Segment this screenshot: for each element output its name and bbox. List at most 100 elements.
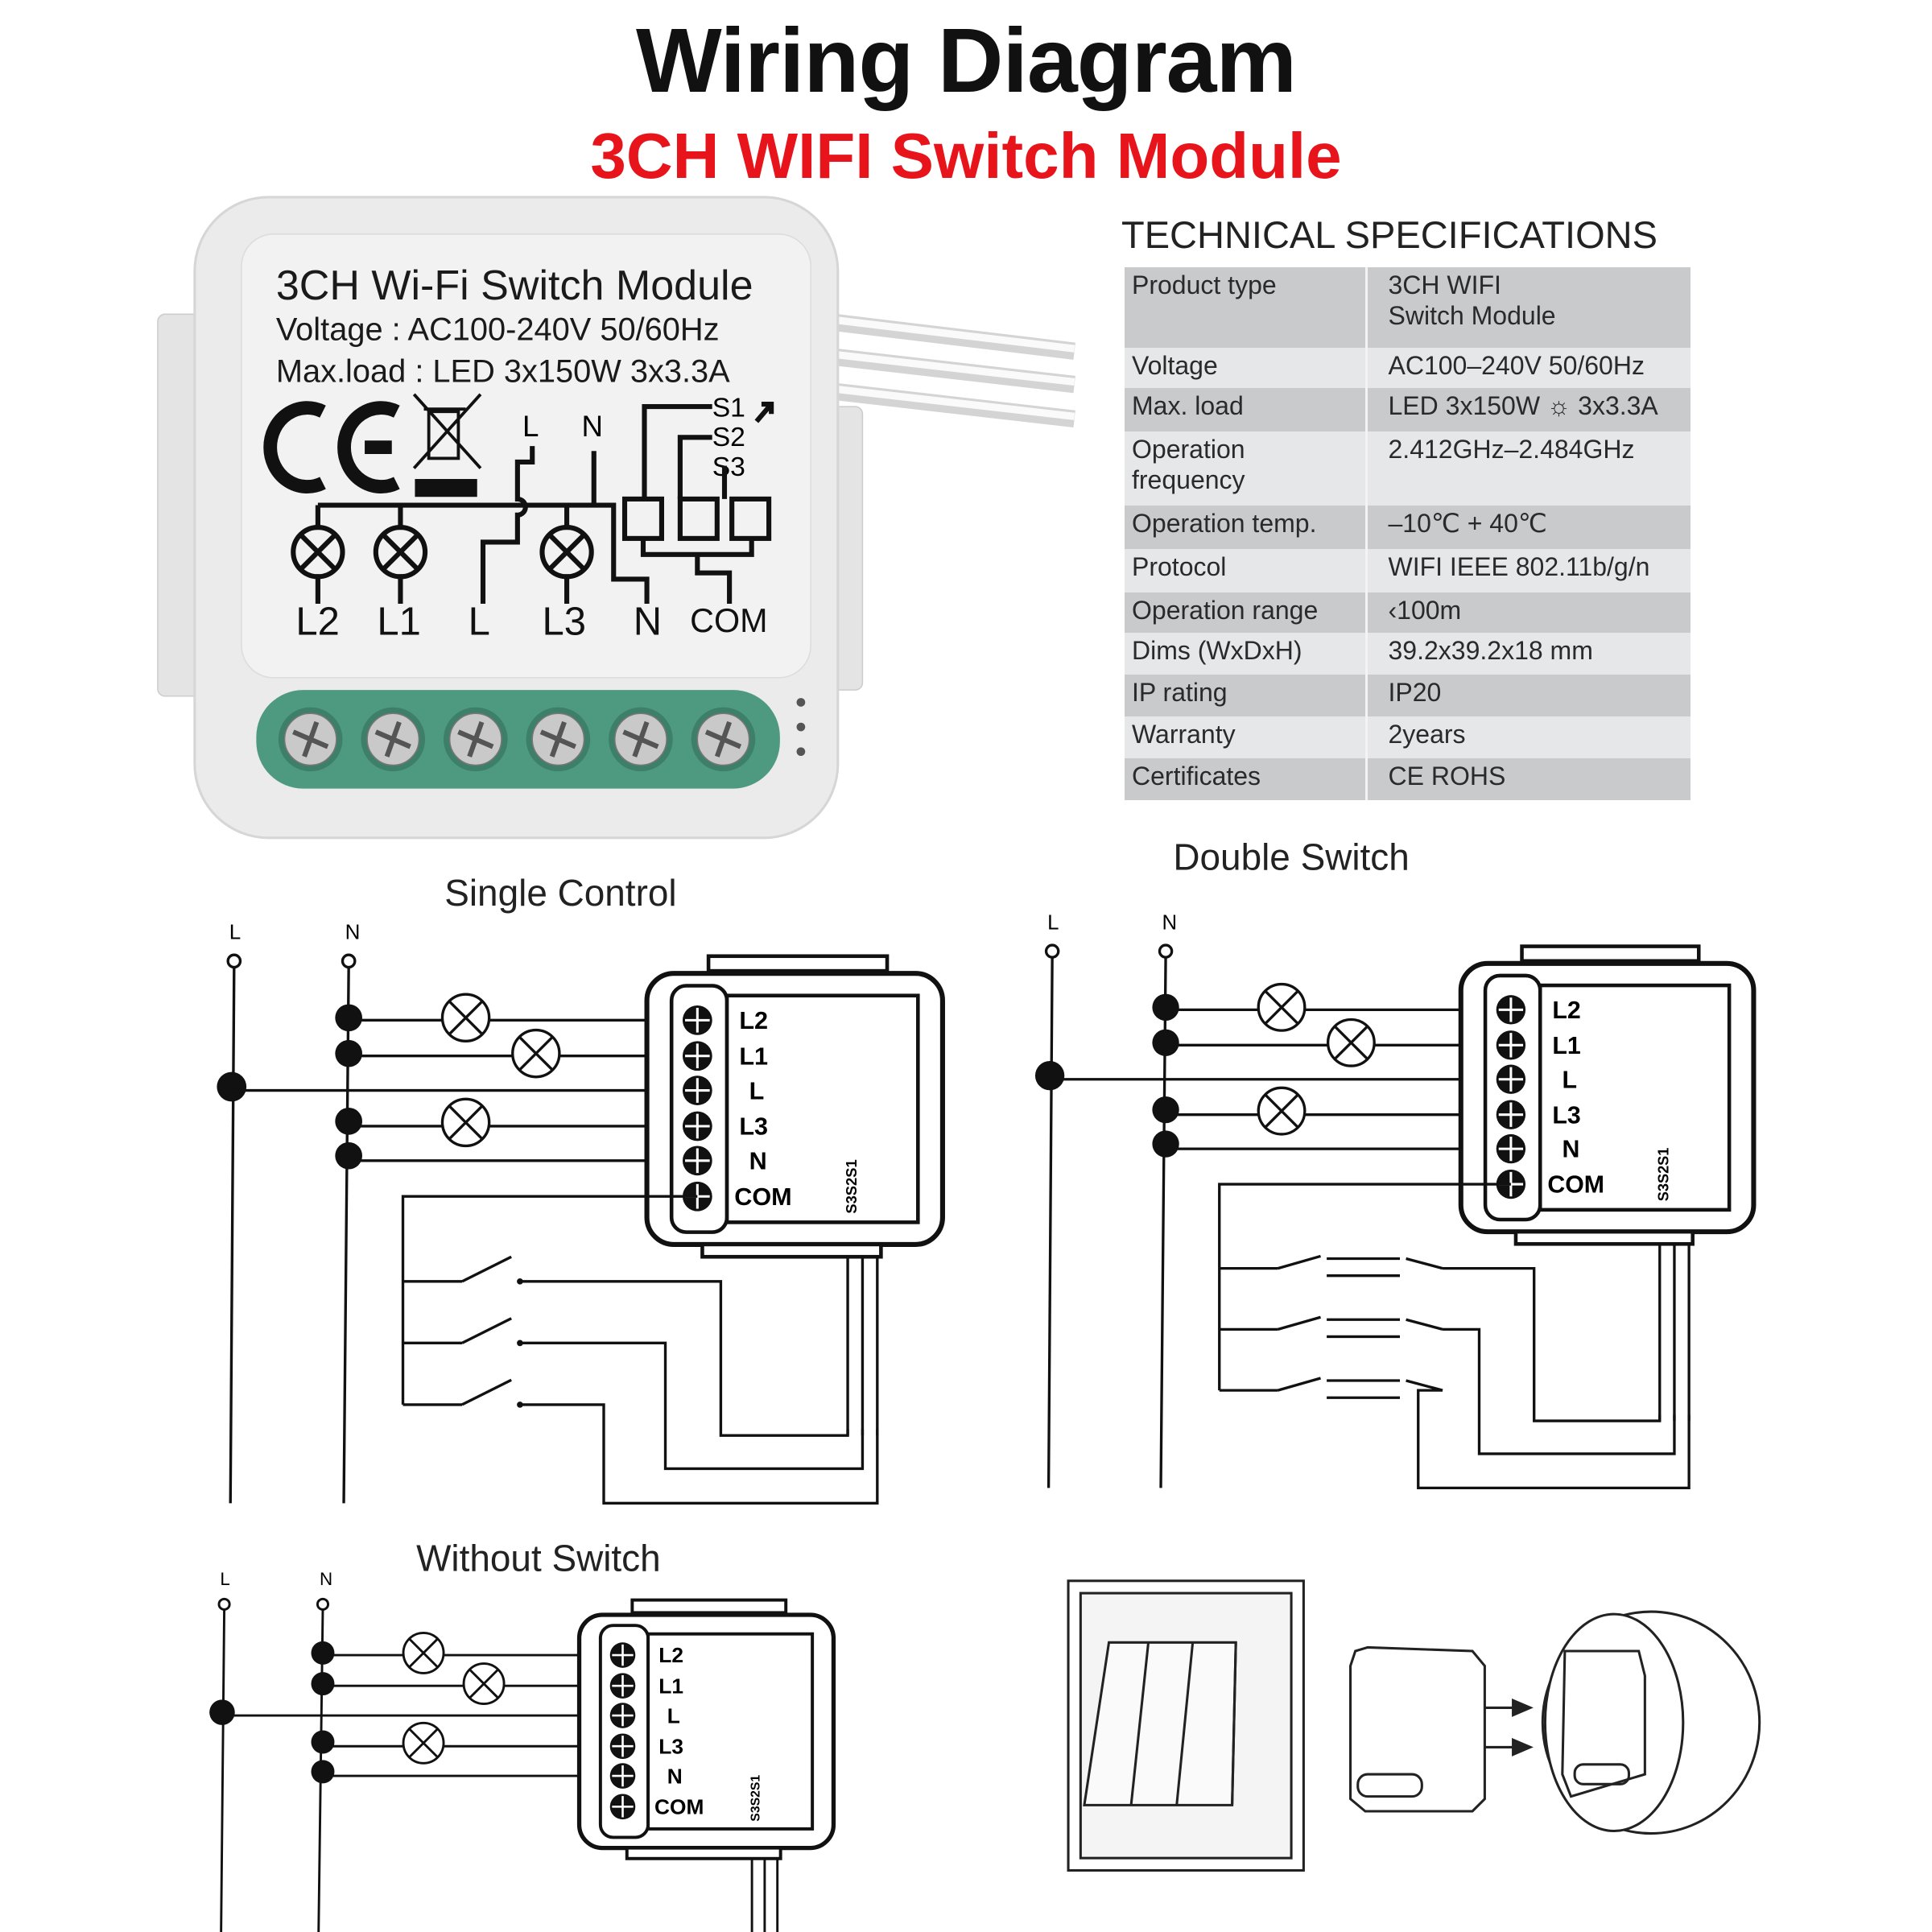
line-label-n: N xyxy=(1162,911,1178,934)
switch-cables xyxy=(750,1858,779,1932)
junction-dot xyxy=(1152,1029,1179,1056)
spec-value: CE ROHS xyxy=(1364,758,1690,800)
junction-dot xyxy=(1034,1061,1065,1091)
spec-value-text: Switch Module xyxy=(1388,301,1556,330)
terminal-label: N xyxy=(667,1764,683,1788)
switch-label-s2: S2 xyxy=(712,423,745,452)
page-title: Wiring Diagram xyxy=(635,10,1297,111)
spec-key: Voltage xyxy=(1125,348,1366,388)
spec-key-text: Operation xyxy=(1132,435,1245,464)
spec-row: Voltage AC100–240V 50/60Hz xyxy=(1125,348,1690,388)
junction-dot xyxy=(209,1699,235,1725)
terminal-screw-icon xyxy=(691,707,756,772)
terminal-label: COM xyxy=(734,1183,791,1211)
n-terminal xyxy=(341,953,357,969)
sun-icon: ☼ xyxy=(1546,391,1571,420)
spec-value: LED 3x150W ☼ 3x3.3A xyxy=(1364,388,1690,431)
spec-value: 2.412GHz–2.484GHz xyxy=(1364,431,1690,506)
spec-value-text: LED 3x150W xyxy=(1388,391,1541,420)
terminal-screw-icon xyxy=(444,707,508,772)
spec-key-text: IP rating xyxy=(1132,678,1228,707)
switch-input-label: S3S2S1 xyxy=(843,1159,860,1213)
switch-wire xyxy=(1443,1327,1676,1455)
junction-dot xyxy=(311,1672,335,1696)
spec-key-text: Warranty xyxy=(1132,720,1236,749)
terminal-screw-icon xyxy=(361,707,426,772)
switch-icon xyxy=(461,1255,512,1283)
terminal-label: L2 xyxy=(1552,997,1580,1024)
line-label-n: N xyxy=(345,919,361,943)
wall-box-image xyxy=(1541,1610,1761,1835)
input-label-n: N xyxy=(581,410,603,443)
spec-row: IP rating IP20 xyxy=(1125,675,1690,716)
spec-value-text: –10℃ + 40℃ xyxy=(1388,509,1547,538)
terminal-label: L3 xyxy=(658,1734,683,1758)
n-terminal xyxy=(1158,943,1174,959)
terminal-screw-icon xyxy=(609,707,673,772)
junction-dot xyxy=(335,1141,362,1170)
terminal-label: L xyxy=(469,600,490,643)
spec-value-text: CE ROHS xyxy=(1388,762,1506,791)
terminal-label: L1 xyxy=(658,1674,683,1698)
junction-dot xyxy=(335,1108,362,1135)
switch-cables xyxy=(846,1257,879,1436)
terminal-label: L1 xyxy=(1552,1033,1580,1059)
junction-dot xyxy=(311,1641,335,1665)
line-label-l: L xyxy=(1047,911,1059,934)
spec-value: 2years xyxy=(1364,716,1690,758)
spec-value-text: ‹100m xyxy=(1388,596,1462,625)
terminal-label: L1 xyxy=(377,600,420,643)
ce-mark-icon xyxy=(263,401,400,493)
terminal-label: L1 xyxy=(739,1042,768,1070)
terminal-label: N xyxy=(634,600,662,643)
spec-key: Product type xyxy=(1125,267,1366,348)
spec-key: Max. load xyxy=(1125,388,1366,431)
terminal-label: N xyxy=(749,1148,767,1175)
spec-value-text: 2.412GHz–2.484GHz xyxy=(1388,435,1635,464)
spec-row: Protocol WIFI IEEE 802.11b/g/n xyxy=(1125,549,1690,592)
spec-key: Operation range xyxy=(1125,592,1366,633)
page-subtitle: 3CH WIFI Switch Module xyxy=(590,120,1342,192)
weee-bin-icon xyxy=(412,393,482,497)
installation-illustration xyxy=(1067,1579,1761,1872)
spec-row: Warranty 2years xyxy=(1125,716,1690,758)
terminal-label: COM xyxy=(690,602,767,639)
small-module-image xyxy=(1349,1645,1486,1813)
spec-key-text: Voltage xyxy=(1132,351,1218,380)
spec-key-text: Protocol xyxy=(1132,552,1227,581)
spec-key-text: Operation range xyxy=(1132,596,1319,625)
spec-value: IP20 xyxy=(1364,675,1690,716)
spec-row: Max. load LED 3x150W ☼ 3x3.3A xyxy=(1125,388,1690,431)
spec-value-text: 3CH WIFI xyxy=(1388,270,1501,299)
spec-value-text: 3x3.3A xyxy=(1578,391,1658,420)
spec-key: Dims (WxDxH) xyxy=(1125,633,1366,675)
spec-key-text: Max. load xyxy=(1132,391,1244,420)
terminal-label: L xyxy=(667,1703,680,1728)
terminal-label: L xyxy=(749,1077,765,1104)
supply-wires xyxy=(1046,957,1167,1488)
junction-dot xyxy=(335,1004,362,1032)
spec-value-text: AC100–240V 50/60Hz xyxy=(1388,351,1645,380)
line-label-l: L xyxy=(220,1569,229,1589)
switch-cables xyxy=(1658,1244,1690,1422)
terminal-label: COM xyxy=(1547,1172,1604,1199)
spec-title: TECHNICAL SPECIFICATIONS xyxy=(1121,213,1657,256)
module-label-name: 3CH Wi-Fi Switch Module xyxy=(276,262,753,309)
spec-value-text: 39.2x39.2x18 mm xyxy=(1388,636,1593,665)
junction-dot xyxy=(1152,1096,1179,1124)
junction-dot xyxy=(335,1039,362,1067)
spec-value: ‹100m xyxy=(1364,592,1690,633)
switch-input-label: S3S2S1 xyxy=(749,1775,762,1822)
junction-dot xyxy=(311,1730,335,1754)
terminal-label: L2 xyxy=(295,600,339,643)
spec-value: WIFI IEEE 802.11b/g/n xyxy=(1364,549,1690,592)
terminal-label: L3 xyxy=(739,1113,768,1141)
